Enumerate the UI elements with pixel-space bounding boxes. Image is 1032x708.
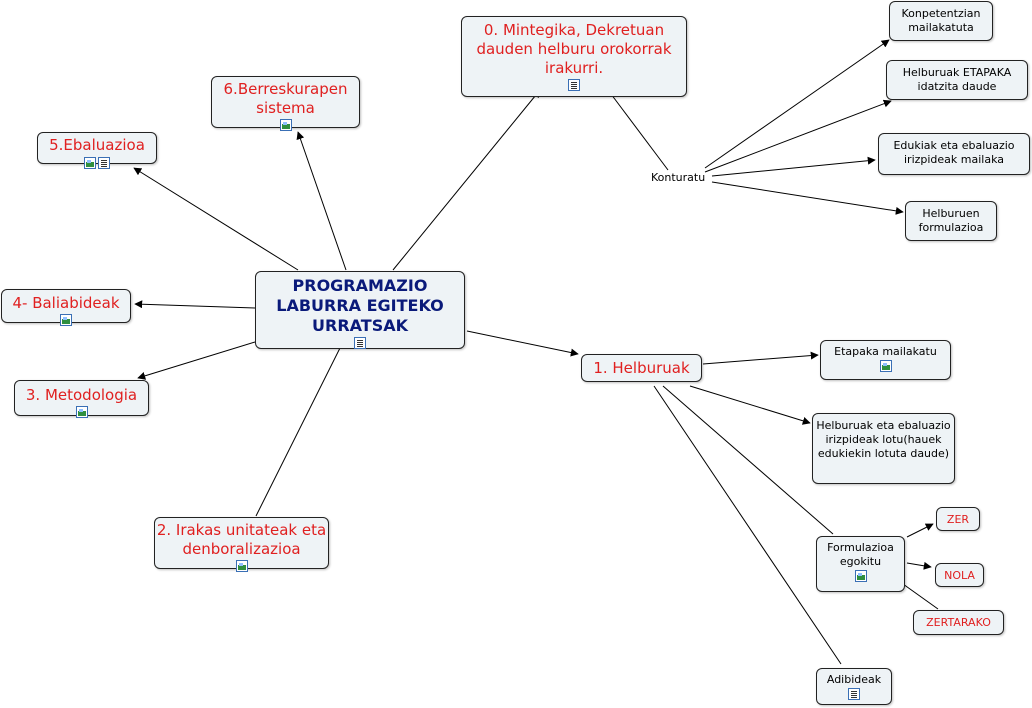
document-icon[interactable] bbox=[98, 157, 110, 169]
lotu-node[interactable]: Helburuak eta ebaluazio irizpideak lotu(… bbox=[812, 413, 955, 484]
nola-label: NOLA bbox=[944, 569, 975, 582]
branch-0-label: 0. Mintegika, Dekretuan dauden helburu o… bbox=[476, 21, 672, 77]
branch-6-label: 6.Berreskurapen sistema bbox=[223, 80, 348, 117]
central-topic[interactable]: PROGRAMAZIO LABURRA EGITEKO URRATSAK bbox=[255, 271, 465, 349]
image-icon[interactable] bbox=[75, 406, 88, 418]
branch-3-node[interactable]: 3. Metodologia bbox=[14, 380, 149, 418]
konturatu-item-2-label: Helburuak ETAPAKA idatzita daude bbox=[902, 66, 1012, 93]
konturatu-item-4[interactable]: Helburuen formulazioa bbox=[905, 201, 997, 241]
adibideak-label: Adibideak bbox=[826, 673, 882, 686]
document-icon[interactable] bbox=[354, 337, 366, 349]
konturatu-item-1[interactable]: Konpetentzian mailakatuta bbox=[889, 1, 993, 41]
nola-node[interactable]: NOLA bbox=[935, 563, 984, 587]
image-icon[interactable] bbox=[879, 360, 892, 372]
konturatu-item-4-label: Helburuen formulazioa bbox=[918, 207, 984, 234]
document-icon[interactable] bbox=[568, 79, 580, 91]
branch-5-node[interactable]: 5.Ebaluazioa bbox=[37, 132, 157, 169]
adibideak-node[interactable]: Adibideak bbox=[816, 668, 892, 705]
branch-2-label: 2. Irakas unitateak eta denboralizazioa bbox=[156, 521, 327, 558]
branch-0-node[interactable]: 0. Mintegika, Dekretuan dauden helburu o… bbox=[461, 16, 687, 97]
zer-node[interactable]: ZER bbox=[936, 507, 980, 531]
lotu-label: Helburuak eta ebaluazio irizpideak lotu(… bbox=[816, 419, 951, 460]
branch-5-label: 5.Ebaluazioa bbox=[49, 136, 145, 154]
image-icon[interactable] bbox=[854, 570, 867, 582]
formulazioa-node[interactable]: Formulazioa egokitu bbox=[816, 536, 905, 592]
branch-1-label: 1. Helburuak bbox=[593, 359, 690, 377]
central-topic-label: PROGRAMAZIO LABURRA EGITEKO URRATSAK bbox=[276, 276, 444, 335]
image-icon[interactable] bbox=[84, 157, 96, 169]
zertarako-node[interactable]: ZERTARAKO bbox=[913, 610, 1004, 635]
branch-2-node[interactable]: 2. Irakas unitateak eta denboralizazioa bbox=[154, 517, 329, 572]
konturatu-item-1-label: Konpetentzian mailakatuta bbox=[901, 7, 981, 34]
konturatu-label[interactable]: Konturatu bbox=[651, 171, 706, 184]
zer-label: ZER bbox=[946, 513, 970, 526]
zertarako-label: ZERTARAKO bbox=[926, 616, 991, 629]
formulazioa-label: Formulazioa egokitu bbox=[827, 541, 894, 568]
branch-4-label: 4- Baliabideak bbox=[12, 294, 120, 312]
etapaka-label: Etapaka mailakatu bbox=[834, 345, 937, 358]
image-icon[interactable] bbox=[60, 314, 72, 326]
branch-1-node[interactable]: 1. Helburuak bbox=[581, 354, 702, 382]
branch-6-node[interactable]: 6.Berreskurapen sistema bbox=[211, 76, 360, 131]
konturatu-item-3-label: Edukiak eta ebaluazio irizpideak mailaka bbox=[893, 139, 1015, 166]
branch-3-label: 3. Metodologia bbox=[25, 386, 138, 404]
konturatu-item-3[interactable]: Edukiak eta ebaluazio irizpideak mailaka bbox=[878, 133, 1030, 175]
etapaka-node[interactable]: Etapaka mailakatu bbox=[820, 340, 951, 380]
branch-4-node[interactable]: 4- Baliabideak bbox=[1, 289, 131, 326]
image-icon[interactable] bbox=[235, 560, 248, 572]
image-icon[interactable] bbox=[279, 119, 292, 131]
document-icon[interactable] bbox=[848, 688, 860, 700]
konturatu-item-2[interactable]: Helburuak ETAPAKA idatzita daude bbox=[886, 60, 1028, 100]
